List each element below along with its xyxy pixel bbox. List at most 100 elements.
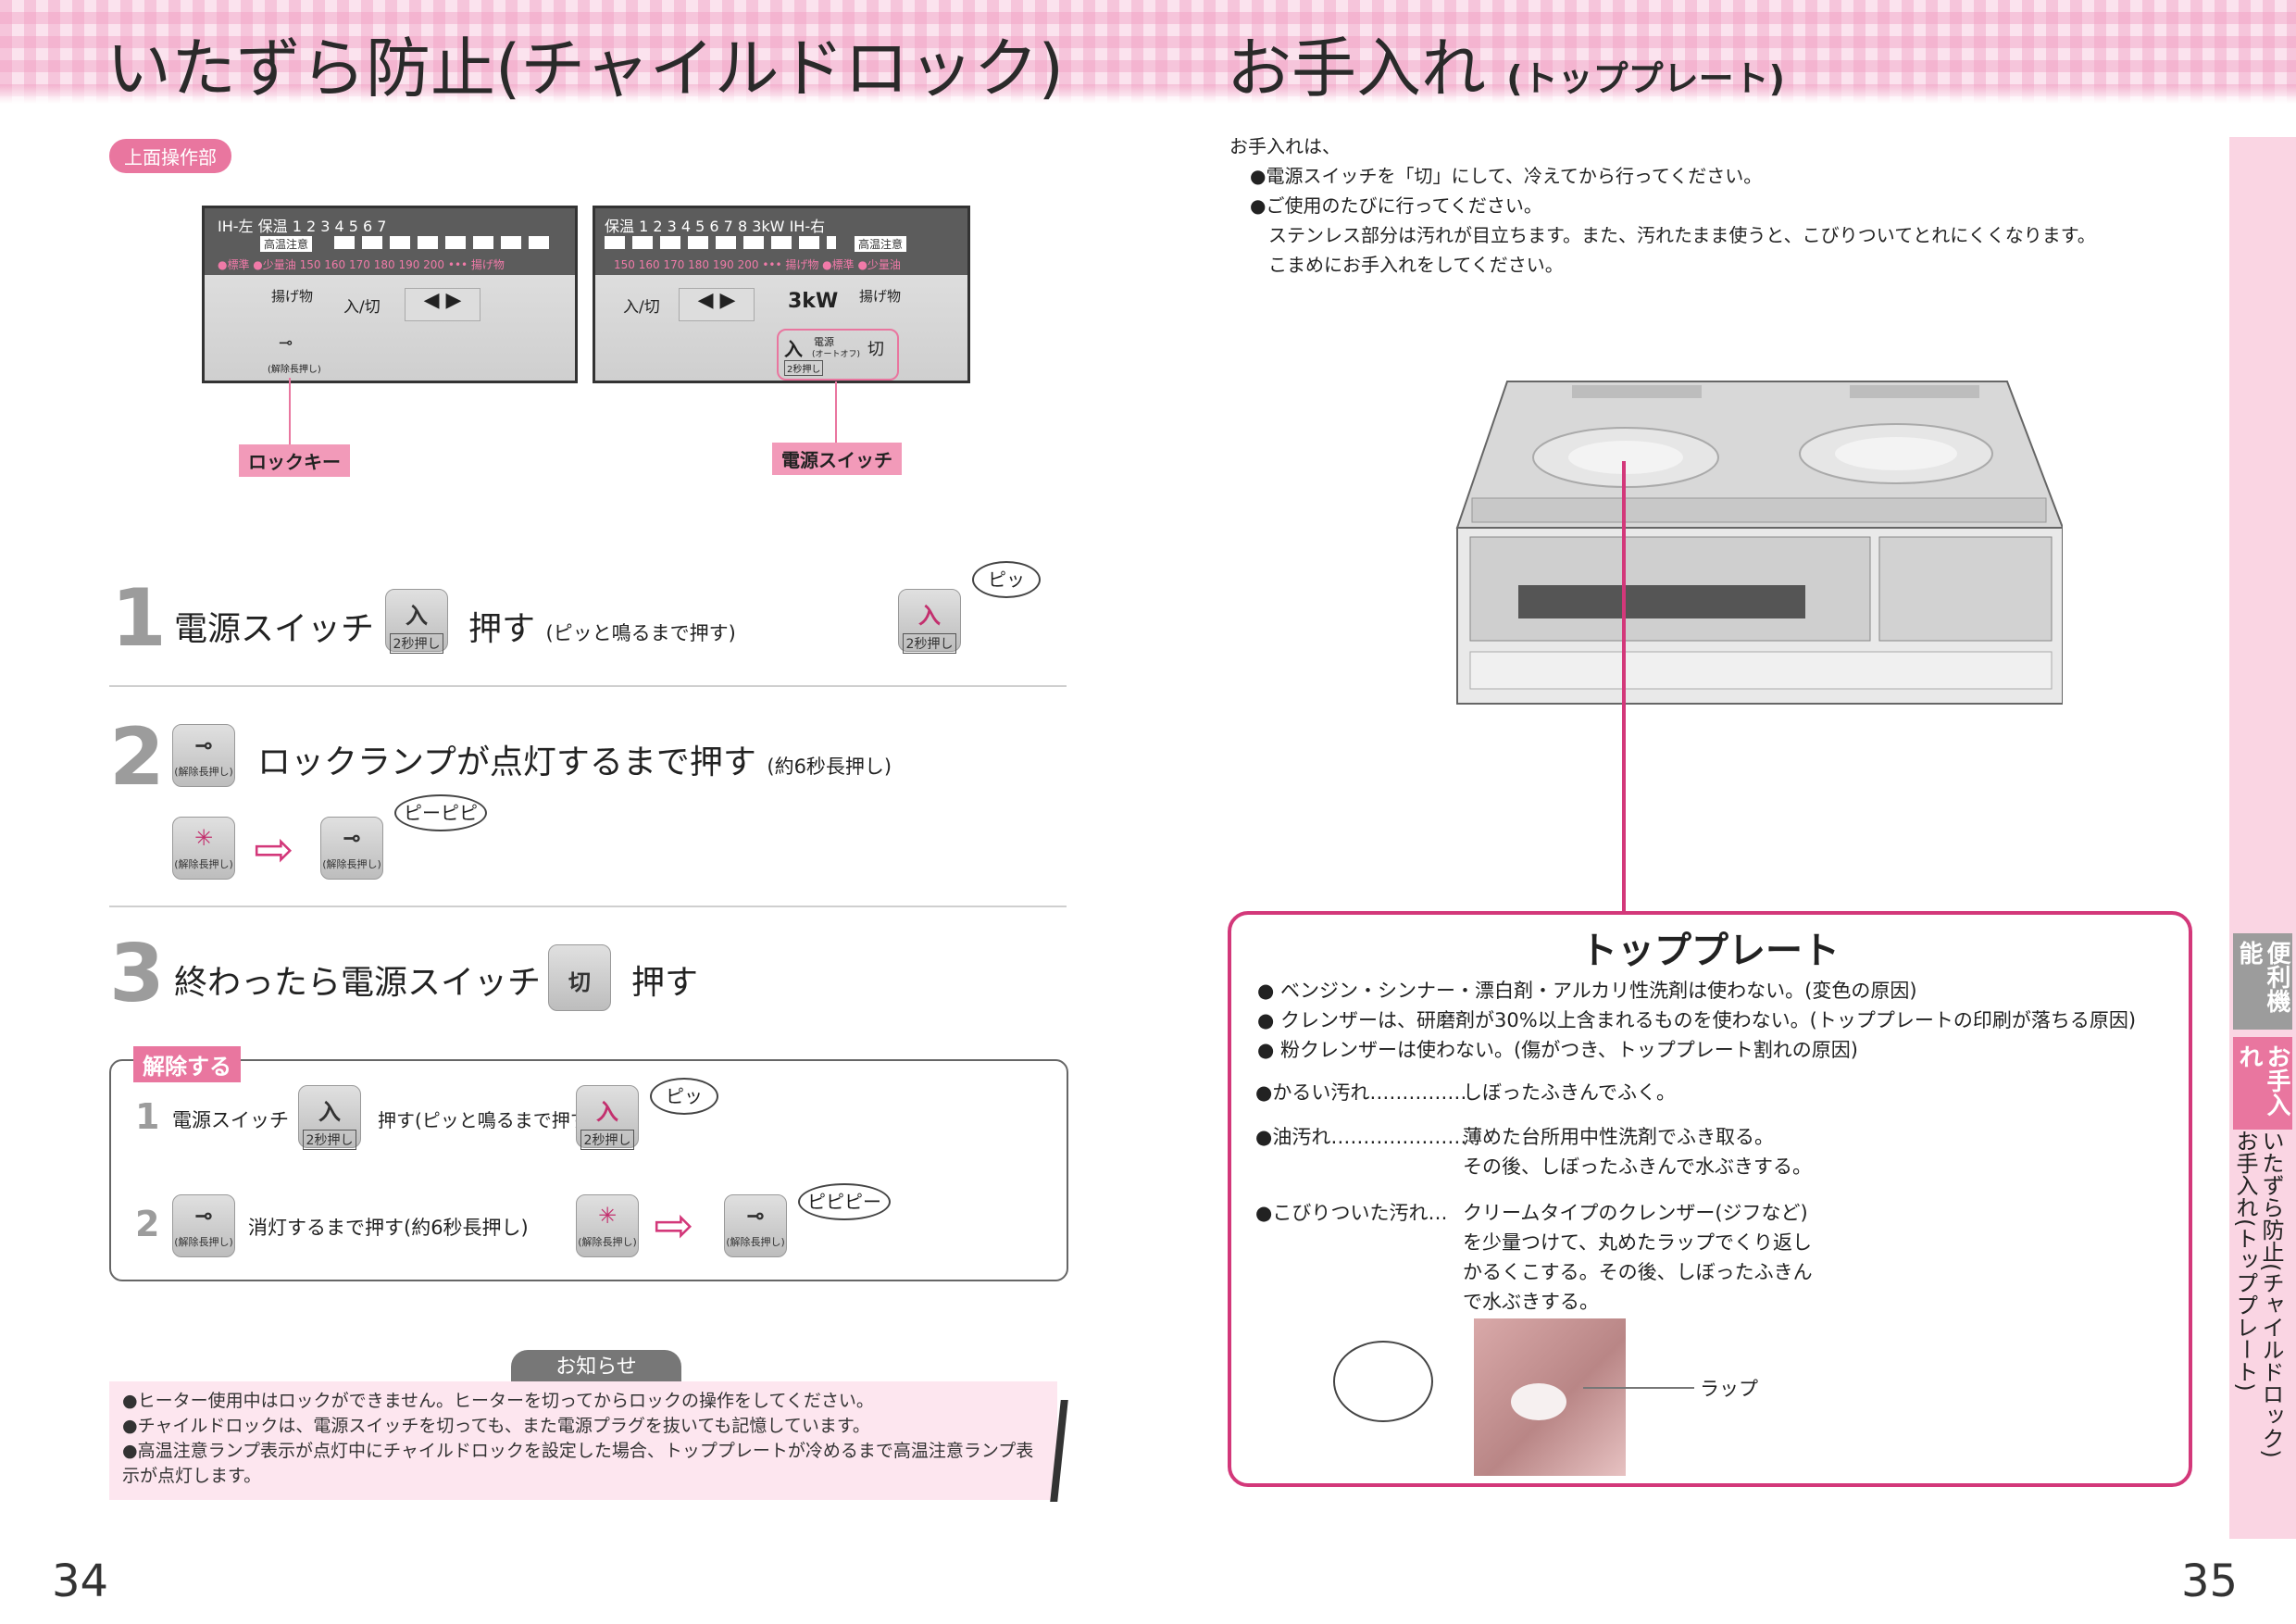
release2-flash-caption: (解除長押し) [578, 1236, 637, 1248]
step2-arrow-icon: ⇨ [254, 822, 294, 878]
left-burner-center [1568, 441, 1683, 474]
step1-text-a: 電源スイッチ [174, 610, 375, 648]
step3-text-a: 終わったら電源スイッチ [174, 964, 542, 1002]
lock-key-on-caption: (解除長押し) [322, 858, 381, 870]
side-tab-care-label: お手入れ [2235, 1044, 2290, 1117]
intro-line-2: ●電源スイッチを「切」にして、冷えてから行ってください。 [1250, 165, 1763, 187]
panel-right-3kw: 3kW [788, 290, 839, 313]
notice-line-3: ●高温注意ランプ表示が点灯中にチャイルドロックを設定した場合、トッププレートが冷… [122, 1441, 1034, 1461]
stuck-stain-text: クリームタイプのクレンザー(ジフなど) を少量つけて、丸めたラップでくり返し か… [1463, 1198, 1813, 1317]
panel-right-badge: 高温注意 [855, 236, 907, 252]
panel-right-onoff: 入/切 [623, 298, 660, 317]
right-burner-center [1835, 437, 1957, 470]
oil-line-1: 薄めた台所用中性洗剤でふき取る。 [1463, 1126, 1774, 1148]
step2-bubble: ピーピピ [394, 794, 487, 831]
wrap-label: ラップ [1700, 1378, 1758, 1400]
step1-power-key-lit: 入 2秒押し [898, 589, 961, 654]
wrap-leader [1583, 1387, 1694, 1389]
vent-right [1850, 385, 1979, 398]
release-tag: 解除する [133, 1046, 241, 1082]
release1-text-b: 押す(ピッと鳴るまで押す) [378, 1109, 596, 1131]
side-tab-convenience[interactable]: 便利機能 [2233, 933, 2292, 1030]
control-strip [1471, 497, 2047, 523]
key-two-sec-lit: 2秒押し [902, 633, 957, 654]
panel-left-row1: IH-左 保温 1 2 3 4 5 6 7 [218, 218, 387, 235]
step3-number: 3 [109, 928, 165, 1020]
side-tab-convenience-label: 便利機能 [2235, 941, 2290, 1013]
panel-left-fry: 揚げ物 [271, 288, 314, 305]
stuck-line-4: で水ぶきする。 [1463, 1291, 1599, 1313]
intro-line-1: お手入れは、 [1229, 135, 1341, 157]
notice-text: ●ヒーター使用中はロックができません。ヒーターを切ってからロックの操作をしてくだ… [122, 1389, 1048, 1489]
divider-2 [109, 906, 1067, 907]
step2-text: ロックランプが点灯するまで押す (約6秒長押し) [257, 735, 892, 783]
release1-number: 1 [135, 1096, 160, 1137]
panel-display-right: 保温 1 2 3 4 5 6 7 8 3kW IH-右 高温注意 150 160… [595, 208, 967, 275]
release1-key-two-sec-lit: 2秒押し [580, 1130, 635, 1150]
lock-key-flash-icon: ✳ [193, 825, 214, 851]
panel-left-leds [334, 236, 556, 249]
lock-key-icon: ⊸ [193, 732, 214, 758]
release1-power-key: 入 2秒押し [298, 1085, 361, 1150]
step3-text-b: 押す [631, 964, 699, 1002]
release2-lock-key: ⊸ (解除長押し) [172, 1194, 235, 1257]
panel-right-row1: 保温 1 2 3 4 5 6 7 8 3kW IH-右 [605, 218, 826, 235]
panel-right-fry: 揚げ物 [859, 288, 902, 305]
release2-flash-icon: ✳ [597, 1203, 618, 1229]
step1-text-b: 押す (ピッと鳴るまで押す) [468, 602, 736, 650]
power-switch-highlight: 入 電源 (オートオフ) 切 2秒押し [777, 329, 899, 381]
tag-power-switch: 電源スイッチ [772, 443, 902, 475]
step3-off-key: 切 [548, 944, 611, 1011]
step1-bubble: ピッ [972, 561, 1041, 598]
top-plate-box: トッププレート ● ベンジン・シンナー・漂白剤・アルカリ性洗剤は使わない。(変色… [1228, 911, 2192, 1487]
control-panel-left: IH-左 保温 1 2 3 4 5 6 7 高温注意 ●標準 ●少量油 150 … [202, 206, 578, 383]
release2-lock-key-flash: ✳ (解除長押し) [576, 1194, 639, 1257]
power-sub: (オートオフ) [812, 350, 861, 359]
release2-bubble: ピピピー [798, 1183, 891, 1220]
side-text-care: お手入れ(トッププレート) [2232, 1130, 2258, 1392]
lock-key-on-icon: ⊸ [342, 825, 362, 851]
panel-display-left: IH-左 保温 1 2 3 4 5 6 7 高温注意 ●標準 ●少量油 150 … [205, 208, 575, 275]
release2-lock-caption: (解除長押し) [174, 1236, 233, 1248]
tag-lock-key: ロックキー [239, 444, 350, 477]
panel-left-row2: ●標準 ●少量油 150 160 170 180 190 200 ••• 揚げ物 [218, 258, 505, 271]
stuck-line-1: クリームタイプのクレンザー(ジフなど) [1463, 1202, 1808, 1224]
release1-text-a: 電源スイッチ [172, 1109, 289, 1131]
side-index [2229, 137, 2296, 1539]
right-page-title: お手入れ (トッププレート) [1227, 17, 1785, 110]
release2-arrow-icon: ⇨ [654, 1198, 694, 1254]
bullet-1: ● ベンジン・シンナー・漂白剤・アルカリ性洗剤は使わない。(変色の原因) [1257, 980, 1917, 1002]
side-panel [1878, 536, 2053, 642]
panel-right-row2: 150 160 170 180 190 200 ••• 揚げ物 ●標準 ●少量油 [614, 258, 901, 271]
wrap-cleaning-photo [1474, 1318, 1626, 1476]
panel-left-arrows: ◀ ▶ [405, 288, 480, 321]
release2-text: 消灯するまで押す(約6秒長押し) [248, 1217, 529, 1239]
notice-box: ●ヒーター使用中はロックができません。ヒーターを切ってからロックの操作をしてくだ… [109, 1381, 1057, 1500]
right-title-main: お手入れ [1227, 31, 1486, 106]
bullet-3: ● 粉クレンザーは使わない。(傷がつき、トッププレート割れの原因) [1257, 1039, 1858, 1061]
intro-line-5: こまめにお手入れをしてください。 [1268, 254, 1564, 276]
release2-off-caption: (解除長押し) [726, 1236, 785, 1248]
release2-lock-icon: ⊸ [193, 1203, 214, 1229]
top-plate-leader [1622, 461, 1626, 915]
stuck-line-2: を少量つけて、丸めたラップでくり返し [1463, 1231, 1812, 1254]
stuck-stain-label: ●こびりついた汚れ… [1255, 1202, 1448, 1224]
oil-stain-label: ●油汚れ………………… [1255, 1126, 1467, 1148]
stuck-line-3: かるくこする。その後、しぼったふきん [1463, 1261, 1813, 1283]
cleanser-bottle-icon [1333, 1341, 1433, 1422]
side-tab-care[interactable]: お手入れ [2233, 1037, 2292, 1130]
left-page-title: いたずら防止(チャイルドロック) [106, 31, 1064, 106]
step2-lock-key: ⊸ (解除長押し) [172, 724, 235, 787]
key-on-glyph-lit: 入 [918, 603, 941, 629]
step2-small: (約6秒長押し) [767, 756, 892, 778]
step1-small: (ピッと鳴るまで押す) [545, 622, 736, 644]
step2-lock-key-on: ⊸ (解除長押し) [320, 817, 383, 880]
power-two-sec: 2秒押し [784, 360, 824, 376]
release-box [109, 1059, 1068, 1281]
step2-number: 2 [109, 711, 165, 804]
panel-lock-caption: (解除長押し) [268, 365, 321, 375]
step2-lock-key-flash: ✳ (解除長押し) [172, 817, 235, 880]
header-fade [0, 85, 2296, 104]
lock-key-flash-caption: (解除長押し) [174, 858, 233, 870]
panel-left-badge: 高温注意 [260, 236, 313, 252]
